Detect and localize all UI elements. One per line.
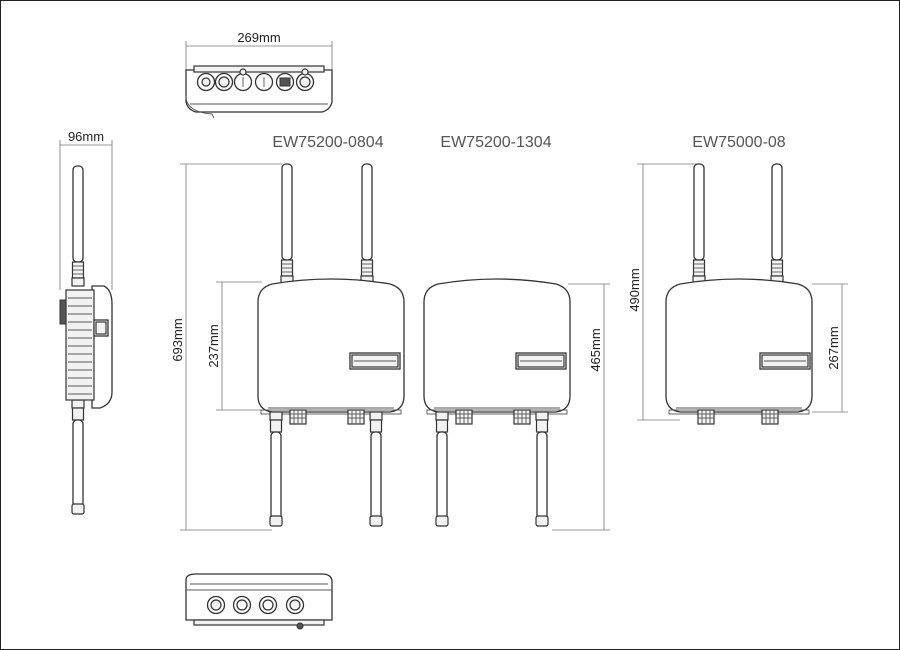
model-ew75200-0804: EW75200-0804 693mm 237mm bbox=[170, 134, 405, 531]
model-3-title: EW75000-08 bbox=[692, 134, 785, 151]
model-1-body-height-label: 237mm bbox=[206, 324, 221, 367]
bottom-view bbox=[185, 573, 333, 630]
model-2-total-height-label: 465mm bbox=[588, 328, 603, 371]
model-3-total-height-label: 490mm bbox=[627, 268, 642, 311]
model-ew75000-08: EW75000-08 490mm 267mm bbox=[627, 134, 848, 425]
model-2-title: EW75200-1304 bbox=[440, 134, 551, 151]
top-width-label: 269mm bbox=[237, 30, 280, 45]
model-1-title: EW75200-0804 bbox=[272, 134, 383, 151]
model-1-total-height-label: 693mm bbox=[170, 318, 185, 361]
side-depth-label: 96mm bbox=[68, 129, 104, 144]
model-ew75200-1304: EW75200-1304 465mm bbox=[423, 134, 610, 531]
model-3-body-height-label: 267mm bbox=[826, 326, 841, 369]
side-view: 96mm bbox=[59, 129, 113, 515]
top-view: 269mm bbox=[185, 30, 333, 119]
